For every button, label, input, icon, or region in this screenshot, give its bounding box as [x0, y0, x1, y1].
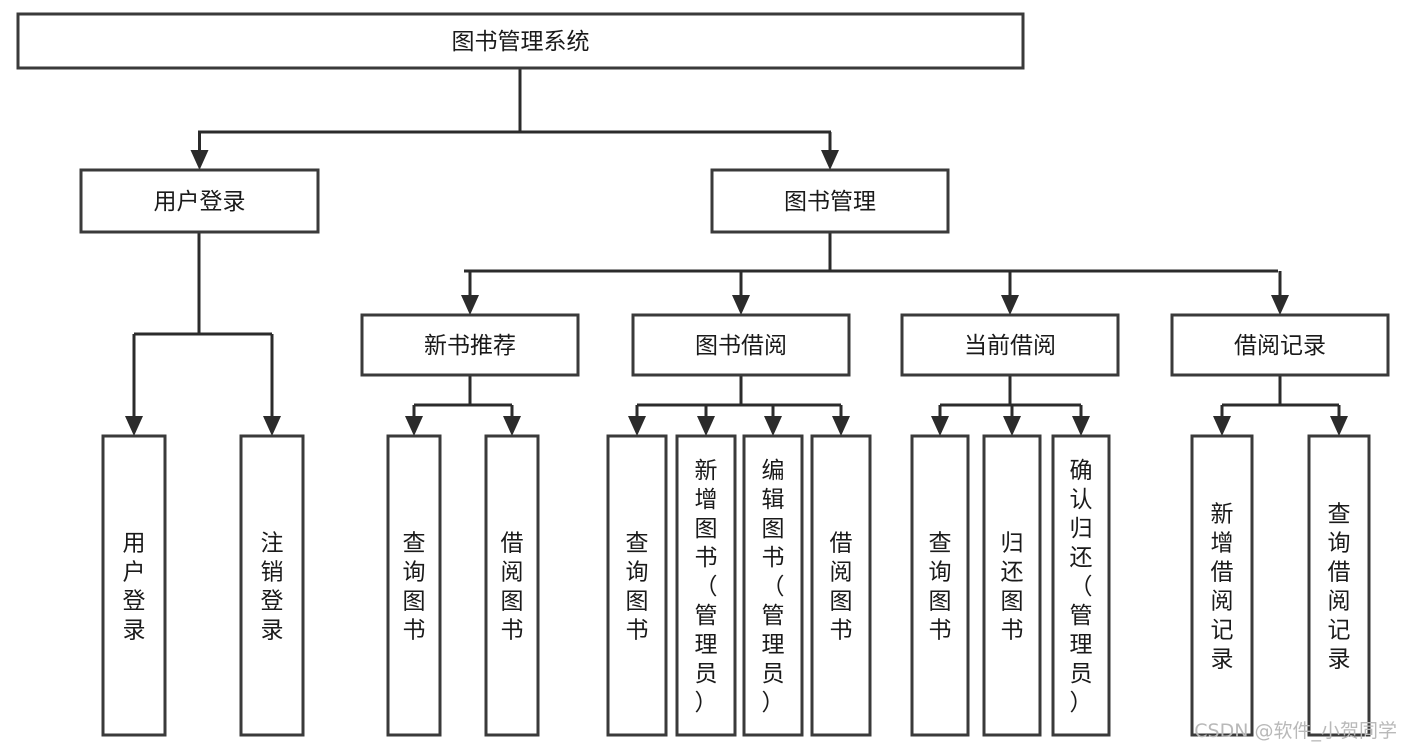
node-label: 查询图书	[929, 531, 952, 644]
leaf-node-leaf-query-book-borrow[interactable]: 查询图书	[606, 434, 668, 737]
node-box	[16, 12, 1025, 70]
node-box	[101, 434, 167, 737]
edge-to-leaf-confirm-return-admin-arrowhead	[1072, 416, 1090, 436]
leaf-node-leaf-borrow-book[interactable]: 借阅图书	[810, 434, 872, 737]
level2-node-book-management[interactable]: 图书管理	[710, 168, 950, 234]
edge-to-leaf-query-borrow-record-arrowhead	[1330, 416, 1348, 436]
edge-to-leaf-user-login-arrowhead	[125, 416, 143, 436]
node-box	[360, 313, 580, 377]
node-label: 借阅图书	[501, 531, 524, 644]
edge-to-leaf-logout-login-arrowhead	[263, 416, 281, 436]
node-label: 编辑图书（管理员）	[762, 458, 785, 716]
node-label: 新增图书（管理员）	[695, 458, 718, 716]
node-label: 图书管理系统	[452, 29, 590, 55]
root-node-root[interactable]: 图书管理系统	[16, 12, 1025, 70]
edge-to-current-borrow-arrowhead	[1001, 295, 1019, 315]
leaf-node-leaf-return-book[interactable]: 归还图书	[982, 434, 1042, 737]
nodes-layer: 图书管理系统用户登录图书管理新书推荐图书借阅当前借阅借阅记录用户登录注销登录查询…	[16, 12, 1390, 737]
node-box	[900, 313, 1120, 377]
node-label: 注销登录	[261, 531, 284, 644]
leaf-node-leaf-confirm-return-admin[interactable]: 确认归还（管理员）	[1051, 434, 1111, 737]
leaf-node-leaf-user-login[interactable]: 用户登录	[101, 434, 167, 737]
node-label: 新书推荐	[424, 333, 516, 359]
leaf-node-leaf-add-borrow-record[interactable]: 新增借阅记录	[1190, 434, 1254, 737]
edge-to-leaf-query-book-current-arrowhead	[931, 416, 949, 436]
leaf-node-leaf-query-book-recommend[interactable]: 查询图书	[386, 434, 442, 737]
node-label: 用户登录	[123, 531, 146, 644]
level3-node-book-borrow[interactable]: 图书借阅	[631, 313, 851, 377]
level3-node-current-borrow[interactable]: 当前借阅	[900, 313, 1120, 377]
edge-to-leaf-edit-book-admin-arrowhead	[764, 416, 782, 436]
node-label: 当前借阅	[964, 333, 1056, 359]
node-box	[1307, 434, 1371, 737]
node-label: 用户登录	[154, 189, 246, 215]
leaf-node-leaf-borrow-book-recommend[interactable]: 借阅图书	[484, 434, 540, 737]
node-box	[1051, 434, 1111, 737]
node-label: 查询图书	[403, 531, 426, 644]
edge-to-leaf-borrow-book-recommend-arrowhead	[503, 416, 521, 436]
node-box	[1170, 313, 1390, 377]
node-box	[910, 434, 970, 737]
node-box	[742, 434, 804, 737]
edge-to-leaf-add-book-admin-arrowhead	[697, 416, 715, 436]
node-box	[810, 434, 872, 737]
node-box	[1190, 434, 1254, 737]
edge-to-borrow-record-arrowhead	[1271, 295, 1289, 315]
edge-to-new-book-recommend-arrowhead	[461, 295, 479, 315]
edge-to-user-login-arrowhead	[190, 150, 209, 170]
level2-node-user-login[interactable]: 用户登录	[79, 168, 320, 234]
edge-to-leaf-return-book-arrowhead	[1003, 416, 1021, 436]
node-box	[982, 434, 1042, 737]
node-label: 确认归还（管理员）	[1070, 458, 1093, 716]
edge-to-leaf-query-book-recommend-arrowhead	[405, 416, 423, 436]
node-box	[239, 434, 305, 737]
edges-layer	[125, 68, 1348, 436]
level3-node-borrow-record[interactable]: 借阅记录	[1170, 313, 1390, 377]
node-label: 借阅图书	[830, 531, 853, 644]
node-label: 新增借阅记录	[1211, 502, 1234, 673]
node-label: 查询图书	[626, 531, 649, 644]
leaf-node-leaf-add-book-admin[interactable]: 新增图书（管理员）	[675, 434, 737, 737]
node-label: 借阅记录	[1234, 333, 1326, 359]
node-label: 图书借阅	[695, 333, 787, 359]
edge-to-leaf-add-borrow-record-arrowhead	[1213, 416, 1231, 436]
node-box	[631, 313, 851, 377]
node-label: 图书管理	[784, 189, 876, 215]
edge-to-book-management-arrowhead	[821, 150, 839, 170]
edge-to-leaf-query-book-borrow-arrowhead	[628, 416, 646, 436]
node-box	[484, 434, 540, 737]
leaf-node-leaf-logout-login[interactable]: 注销登录	[239, 434, 305, 737]
node-box	[606, 434, 668, 737]
edge-to-book-borrow-arrowhead	[732, 295, 750, 315]
node-box	[79, 168, 320, 234]
level3-node-new-book-recommend[interactable]: 新书推荐	[360, 313, 580, 377]
leaf-node-leaf-query-book-current[interactable]: 查询图书	[910, 434, 970, 737]
leaf-node-leaf-edit-book-admin[interactable]: 编辑图书（管理员）	[742, 434, 804, 737]
node-box	[386, 434, 442, 737]
node-label: 归还图书	[1001, 531, 1024, 644]
watermark-text: CSDN @软件_小贺同学	[1194, 720, 1397, 742]
edge-to-leaf-borrow-book-arrowhead	[832, 416, 850, 436]
node-box	[675, 434, 737, 737]
node-box	[710, 168, 950, 234]
leaf-node-leaf-query-borrow-record[interactable]: 查询借阅记录	[1307, 434, 1371, 737]
node-label: 查询借阅记录	[1328, 502, 1351, 673]
